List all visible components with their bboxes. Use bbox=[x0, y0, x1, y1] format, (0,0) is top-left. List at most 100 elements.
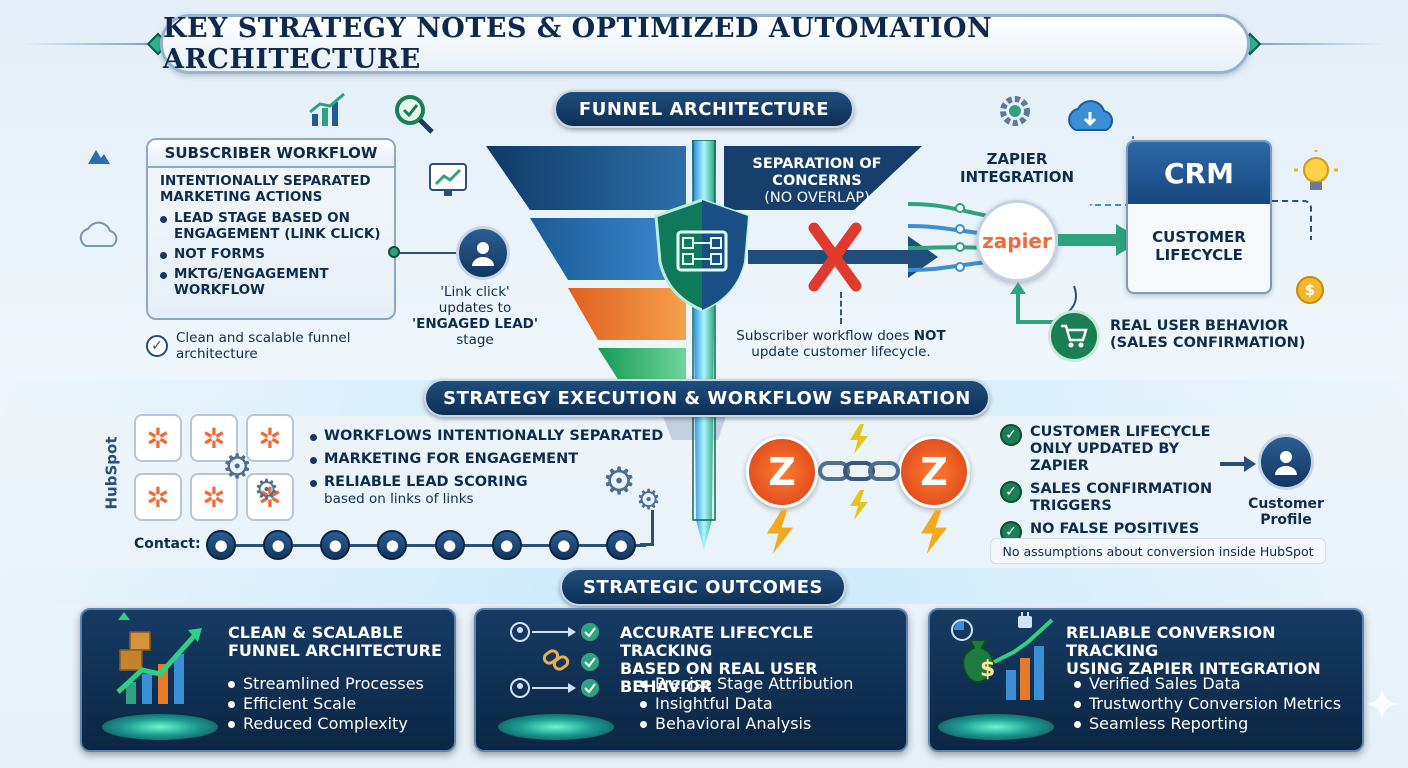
separation-note-emphasis: NOT bbox=[913, 328, 946, 344]
page-title: Key Strategy Notes & Optimized Automatio… bbox=[163, 13, 993, 75]
hubspot-icon: ✲ bbox=[134, 473, 182, 521]
hubspot-icon: ✲ bbox=[134, 414, 182, 462]
outcome-title: using Zapier integration bbox=[1066, 659, 1321, 678]
blocked-arrow bbox=[748, 222, 938, 292]
person-icon: ● bbox=[605, 530, 636, 560]
zap-circle-left: Z bbox=[746, 436, 818, 508]
section-label: Strategic Outcomes bbox=[582, 576, 824, 598]
arrow-to-profile bbox=[1220, 456, 1256, 472]
outcome-item: Reduced Complexity bbox=[228, 714, 448, 734]
outcome-item-text: Reduced Complexity bbox=[243, 714, 408, 733]
outcome-item-text: Verified Sales Data bbox=[1089, 674, 1241, 693]
outcome-item-text: Trustworthy Conversion Metrics bbox=[1089, 694, 1342, 713]
gear-icon bbox=[1000, 96, 1030, 126]
hubspot-icon: ✲ bbox=[246, 473, 294, 521]
subscriber-bullet-text: Not forms bbox=[174, 246, 265, 262]
dashed-indicator bbox=[840, 292, 842, 324]
strategy-bullets: Workflows intentionally separated Market… bbox=[310, 428, 670, 508]
cart-icon bbox=[1061, 324, 1088, 348]
strategy-bullet-text: Reliable lead scoring bbox=[324, 474, 528, 490]
check-icon: ✓ bbox=[146, 335, 168, 357]
gear-icon: ⚙ bbox=[636, 483, 662, 516]
gear-icon: ⚙ bbox=[254, 473, 280, 506]
subscriber-note: ✓ Clean and scalable funnel architecture bbox=[146, 330, 396, 362]
outcome-title: Reliable conversion tracking bbox=[1066, 623, 1276, 660]
outcome-item-text: Efficient Scale bbox=[243, 694, 357, 713]
zap-letter: Z bbox=[920, 450, 948, 494]
lightning-icon bbox=[850, 424, 868, 454]
gear-icon: ⚙ bbox=[602, 459, 637, 503]
person-icon: ● bbox=[206, 530, 236, 560]
subscriber-bullet: MKTG/Engagement workflow bbox=[160, 266, 384, 298]
person-icon bbox=[472, 242, 494, 266]
connector-line bbox=[396, 252, 456, 254]
strategy-bullet: Reliable lead scoringbased on links of l… bbox=[310, 474, 670, 508]
outcome-item-text: Streamlined Processes bbox=[243, 674, 424, 693]
check-icon: ✓ bbox=[1000, 424, 1022, 446]
person-icon: ● bbox=[548, 530, 579, 560]
check-list: ✓Customer lifecycleonly updated by Zapie… bbox=[1000, 424, 1236, 543]
real-behavior-label: Real user behavior (sales confirmation) bbox=[1110, 318, 1310, 352]
person-icon: ● bbox=[434, 530, 465, 560]
check-text: Sales confirmation bbox=[1030, 481, 1213, 497]
outcome-item: Behavioral Analysis bbox=[640, 714, 900, 734]
crm-card: CRM Customer lifecycle bbox=[1126, 140, 1272, 294]
chain-icon bbox=[818, 461, 900, 481]
cart-icon-circle bbox=[1048, 310, 1100, 362]
subscriber-bullet: Lead stage based on engagement (link cli… bbox=[160, 210, 384, 242]
lightbulb-icon bbox=[1294, 150, 1338, 190]
sparkle-icon bbox=[1366, 688, 1398, 720]
outcome-title: funnel architecture bbox=[228, 641, 442, 660]
contact-label: Contact: bbox=[134, 536, 201, 552]
link-click-person bbox=[456, 226, 510, 280]
profile-label-line: Profile bbox=[1260, 512, 1312, 528]
section-pill-strategy: Strategy Execution & Workflow Separation bbox=[424, 379, 990, 417]
crm-subtitle-line: lifecycle bbox=[1155, 246, 1243, 264]
zapier-heading: Zapier integration bbox=[944, 150, 1090, 186]
pedestal bbox=[100, 712, 220, 742]
zapier-logo-text: zapier bbox=[982, 229, 1052, 253]
zapier-logo-circle: zapier bbox=[976, 200, 1058, 282]
cross-icon bbox=[808, 222, 862, 292]
check-item: ✓Sales confirmationtriggers bbox=[1000, 481, 1236, 515]
strategy-bullet-text: Marketing for engagement bbox=[324, 451, 579, 467]
separation-line: (no overlap) bbox=[764, 190, 870, 206]
section-pill-funnel: Funnel Architecture bbox=[554, 90, 854, 128]
hubspot-logo-text: HubSpot bbox=[96, 430, 126, 516]
hubspot-tile-grid: ✲ ✲ ✲ ✲ ✲ ✲ bbox=[134, 414, 298, 524]
page-title-banner: Key Strategy Notes & Optimized Automatio… bbox=[160, 13, 1250, 75]
link-click-line: stage bbox=[456, 332, 494, 348]
plug-icon bbox=[1018, 612, 1032, 628]
pedestal bbox=[936, 712, 1056, 742]
chart-monitor-icon bbox=[429, 163, 467, 196]
contact-row: ● ● ● ● ● ● ● ● bbox=[206, 530, 636, 560]
strategy-bullet-text: Workflows intentionally separated bbox=[324, 428, 664, 444]
zapier-heading-line: integration bbox=[959, 168, 1075, 186]
cloud-icon bbox=[79, 221, 118, 247]
check-text: only updated by Zapier bbox=[1030, 441, 1180, 474]
profile-label-line: Customer bbox=[1248, 496, 1324, 512]
lightning-icon bbox=[766, 510, 794, 554]
link-click-line: updates to bbox=[438, 300, 512, 316]
subscriber-workflow-title: Subscriber Workflow bbox=[148, 140, 394, 168]
coin-icon: $ bbox=[1296, 276, 1324, 304]
behavior-line: Real user behavior bbox=[1110, 318, 1289, 334]
outcome-item-text: Precise Stage Attribution bbox=[655, 674, 854, 693]
search-icon bbox=[395, 95, 434, 134]
crm-header: CRM bbox=[1128, 142, 1270, 204]
zap-circle-right: Z bbox=[898, 436, 970, 508]
svg-text:$: $ bbox=[980, 657, 995, 682]
behavior-line: (sales confirmation) bbox=[1110, 335, 1306, 351]
growth-chart-icon bbox=[116, 612, 202, 704]
link-click-line: 'Link click' bbox=[440, 284, 510, 300]
lightning-icon bbox=[850, 490, 868, 520]
outcome-item-text: Insightful Data bbox=[655, 694, 773, 713]
assumption-text: No assumptions about conversion inside H… bbox=[1002, 543, 1314, 559]
subscriber-bullet: Not forms bbox=[160, 246, 384, 262]
subscriber-title-text: Subscriber Workflow bbox=[164, 144, 378, 162]
outcome-title: Clean & scalable bbox=[228, 623, 404, 642]
subscriber-note-text: Clean and scalable funnel architecture bbox=[176, 330, 351, 362]
contact-line bbox=[206, 544, 646, 547]
separation-note-text: update customer lifecycle. bbox=[751, 344, 931, 360]
hubspot-icon: ✲ bbox=[190, 414, 238, 462]
